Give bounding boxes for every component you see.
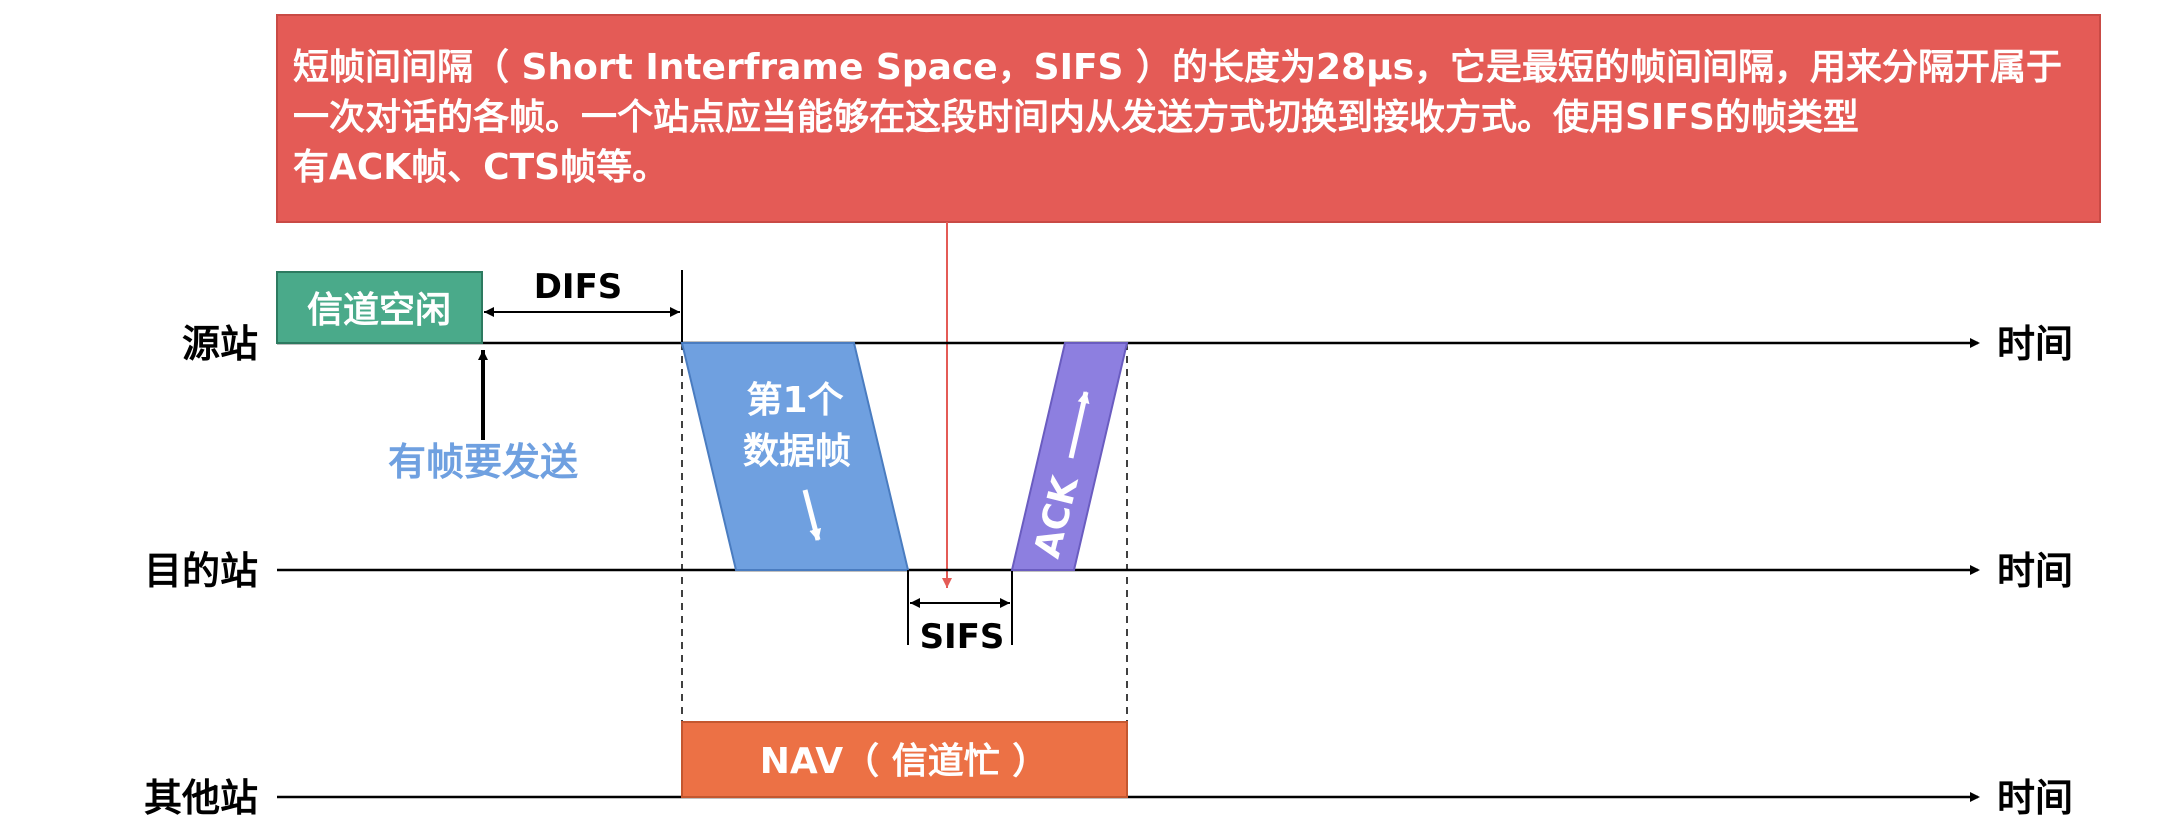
data-frame-direction-arrow	[802, 489, 822, 541]
channel-idle-label: 信道空闲	[307, 290, 451, 331]
send-request-label: 有帧要发送	[388, 440, 578, 484]
callout-box	[276, 14, 2101, 223]
callout-line-2: 一次对话的各帧。一个站点应当能够在这段时间内从发送方式切换到接收方式。使用SIF…	[293, 97, 1859, 138]
station-destination-label: 目的站	[144, 549, 258, 593]
data-frame-label-line1: 第1个	[746, 380, 843, 421]
nav-label: NAV（ 信道忙 ）	[760, 741, 1048, 782]
callout-line-3: 有ACK帧、CTS帧等。	[293, 147, 668, 188]
difs-label: DIFS	[534, 267, 623, 307]
ack-direction-arrow	[1068, 391, 1090, 459]
station-others-label: 其他站	[144, 776, 258, 820]
time-label-destination: 时间	[1997, 549, 2073, 593]
channel-idle-box	[276, 271, 483, 344]
station-source-label: 源站	[182, 322, 258, 366]
data-frame-label-line2: 数据帧	[743, 431, 851, 472]
time-label-source: 时间	[1997, 322, 2073, 366]
sifs-label: SIFS	[920, 617, 1005, 657]
nav-box	[681, 721, 1128, 798]
time-label-others: 时间	[1997, 776, 2073, 820]
callout-line-1: 短帧间间隔（ Short Interframe Space，SIFS ）的长度为…	[293, 47, 2062, 88]
